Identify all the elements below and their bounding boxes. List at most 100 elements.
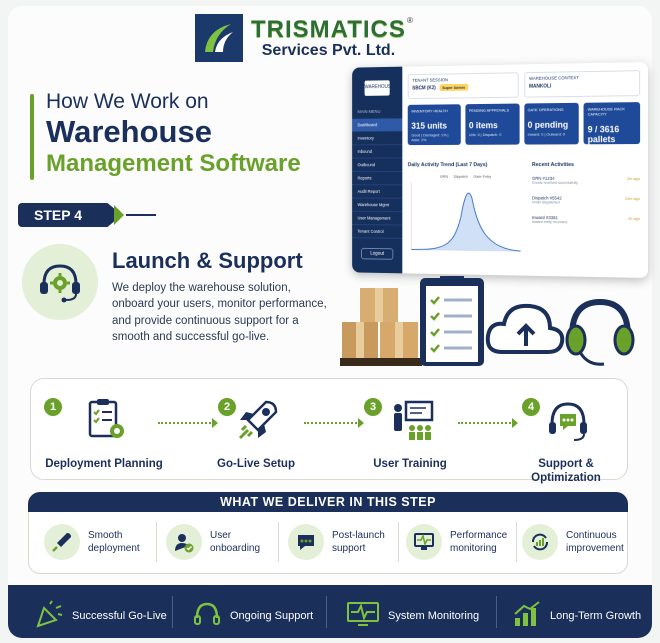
logout-button[interactable]: Logout [361,248,393,260]
menu-item-tenant-control[interactable]: Tenant Control [352,225,402,239]
step-badge: STEP 4 [18,203,122,227]
footer-item-long-term-growth: Long-Term Growth [512,600,641,631]
divider [278,522,279,562]
step-label: Go-Live Setup [196,458,316,472]
process-step-4: 4 Support & Optimization [506,388,626,488]
warehouse-context-label: WAREHOUSE CONTEXT [529,75,579,81]
registered-mark: ® [407,16,413,25]
heading-line-2: Warehouse [46,114,212,150]
chat-bubble-icon [288,524,324,560]
activity-time: 2m ago [627,176,640,185]
menu-item-reports[interactable]: Reports [352,172,402,185]
kpi-sub: Good | Damaged: 1% | Aisle: 2% [411,132,457,142]
kpi-value: 315 units [411,121,457,131]
step-number: 2 [218,398,236,416]
activity-item[interactable]: Dispatch #5542Order dispatched10m ago [532,195,640,204]
kpi-sub: Urls: 0 | Dispatch: 0 [469,132,515,137]
step-label: Deployment Planning [44,458,164,472]
step-number: 3 [364,398,382,416]
activity-trend-panel: Daily Activity Trend (Last 7 Days) GRN D… [408,162,525,266]
launch-description: We deploy the warehouse solution, onboar… [112,280,327,345]
activity-sub: Order dispatched [532,200,562,204]
trainer-board-icon [390,398,434,442]
heading-line-3: Management Software [46,150,301,178]
footer-item-system-monitoring: System Monitoring [346,600,479,631]
cloud-upload-icon [488,306,562,352]
heading-line-1: How We Work on [46,90,209,114]
tenant-session-value: SBCM (K2) [412,85,436,91]
deliver-label: Smooth deployment [88,529,148,555]
trend-title: Daily Activity Trend (Last 7 Days) [408,162,525,168]
rocket-icon [236,398,280,442]
illustration-group [336,276,636,372]
menu-header: MAIN MENU [352,109,402,114]
menu-item-inventory[interactable]: Inventory [352,132,402,146]
menu-item-dashboard[interactable]: Dashboard [352,118,402,132]
deliver-label: User onboarding [210,529,266,555]
step-number: 4 [522,398,540,416]
activity-sub: Inward entry recorded [532,220,567,224]
menu-item-outbound[interactable]: Outbound [352,159,402,172]
deliver-item-post-launch-support: Post-launch support [288,522,394,562]
step-label: User Training [350,458,470,472]
refresh-chart-icon [522,524,558,560]
dashboard-logo: WAREHOUSE [365,80,390,96]
deliver-item-smooth-deployment: Smooth deployment [44,522,148,562]
headset-icon [192,600,222,631]
menu-item-warehouse-mgmt[interactable]: Warehouse Mgmt [352,198,402,212]
deliver-label: Continuous improvement [566,529,628,555]
brand-mark-icon [195,14,243,62]
headset-gear-icon [22,244,98,320]
monitor-pulse-icon [346,600,380,631]
menu-item-inbound[interactable]: Inbound [352,145,402,159]
launch-title: Launch & Support [112,248,303,274]
dashboard-mockup: WAREHOUSE MAIN MENU Dashboard Inventory … [352,62,648,278]
activity-item[interactable]: Inward #3381Inward entry recorded2h ago [532,215,640,225]
warehouse-context[interactable]: WAREHOUSE CONTEXT MANKOLI [524,70,640,97]
footer-divider [496,596,497,628]
checklist-clipboard-icon [420,276,484,366]
kpi-inventory-health[interactable]: INVENTORY HEALTH 315 unitsGood | Damaged:… [408,104,461,145]
recent-activities-panel: Recent Activities GRN #1234Goods receive… [532,162,640,268]
brand-logo: TRISMATICS Services Pvt. Ltd. ® [195,14,406,62]
deliver-item-performance-monitoring: Performance monitoring [406,522,512,562]
footer-item-go-live: Successful Go-Live [34,600,167,631]
deliver-item-user-onboarding: User onboarding [166,522,266,562]
kpi-value: 9 / 3616 pallets [588,124,637,144]
kpi-rack-capacity[interactable]: WAREHOUSE RACK CAPACITY9 / 3616 pallets0… [584,102,640,144]
kpi-value: 0 items [469,120,515,130]
activity-item[interactable]: GRN #1234Goods received successfully2m a… [532,176,640,185]
brand-subtitle: Services Pvt. Ltd. [262,42,395,60]
kpi-gate-operations[interactable]: GATE OPERATIONS0 pendingInward: 0 | Outw… [524,103,579,145]
activity-time: 10m ago [625,196,640,205]
kpi-label: GATE OPERATIONS [528,107,575,112]
menu-item-user-management[interactable]: User Management [352,212,402,226]
process-step-2: 2 Go-Live Setup [196,388,316,488]
footer-item-ongoing-support: Ongoing Support [192,600,313,631]
deliver-item-continuous-improvement: Continuous improvement [522,522,628,562]
activity-sub: Goods received successfully [532,181,578,185]
menu-item-audit-report[interactable]: Audit Report [352,185,402,199]
dashboard-sidebar: WAREHOUSE MAIN MENU Dashboard Inventory … [352,67,402,274]
party-popper-icon [34,600,64,631]
kpi-pending-approvals[interactable]: PENDING APPROVALS 0 itemsUrls: 0 | Dispat… [465,104,519,145]
tenant-session[interactable]: TENANT SESSION SBCM (K2)Super Admin [408,72,519,99]
step-badge-line [126,214,156,216]
user-check-icon [166,524,202,560]
heading-accent-bar [30,94,34,180]
kpi-label: PENDING APPROVALS [469,107,515,112]
footer-label: Successful Go-Live [72,610,167,622]
growth-chart-icon [512,600,542,631]
footer-divider [326,596,327,628]
kpi-sub: 0.25% Utilized [588,146,637,151]
kpi-label: INVENTORY HEALTH [411,108,457,113]
boxes-pallet-icon [340,288,422,366]
process-step-3: 3 User Training [350,388,470,488]
divider [516,522,517,562]
headset-icon [567,302,633,364]
divider [156,522,157,562]
step-number: 1 [44,398,62,416]
tenant-session-label: TENANT SESSION [412,77,448,82]
process-step-1: 1 Deployment Planning [44,388,164,488]
recent-title: Recent Activities [532,162,640,168]
